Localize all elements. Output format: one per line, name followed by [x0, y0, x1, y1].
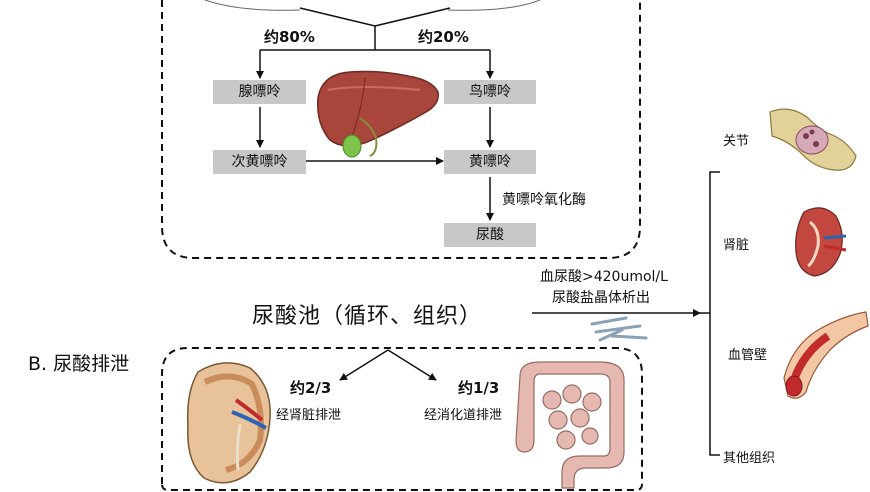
- joint-illustration: [769, 108, 857, 171]
- deposition-bracket: [709, 171, 720, 456]
- condition-line-2: 尿酸盐晶体析出: [552, 290, 650, 306]
- kidney-route-label: 经肾脏排泄: [276, 408, 342, 423]
- kidney-fraction: 约2/3: [290, 379, 332, 397]
- kidney-large-illustration: [186, 362, 271, 484]
- hypoxanthine-box: 次黄嘌呤: [213, 150, 306, 174]
- site-vessel-wall-label: 血管壁: [728, 348, 768, 363]
- xanthine-box: 黄嘌呤: [444, 150, 536, 174]
- site-kidney-label: 肾脏: [723, 238, 750, 253]
- gut-fraction: 约1/3: [458, 379, 500, 397]
- excretion-section-title: B. 尿酸排泄: [28, 353, 130, 375]
- enzyme-label: 黄嘌呤氧化酶: [502, 192, 586, 208]
- uric-acid-box: 尿酸: [444, 223, 536, 247]
- adenine-box: 腺嘌呤: [213, 80, 306, 104]
- kidney-small-illustration: [795, 207, 847, 277]
- split-left-percent: 约80%: [264, 28, 315, 46]
- site-other-tissue-label: 其他组织: [723, 451, 776, 466]
- split-right-percent: 约20%: [418, 28, 469, 46]
- site-joint-label: 关节: [723, 134, 750, 149]
- excretion-frame: [161, 347, 643, 491]
- guanine-box: 鸟嘌呤: [444, 80, 536, 104]
- condition-line-1: 血尿酸>420umol/L: [540, 269, 668, 285]
- uric-acid-pool-label: 尿酸池（循环、组织）: [252, 304, 483, 329]
- crystal-illustration: [590, 316, 648, 342]
- blood-vessel-illustration: [783, 311, 869, 399]
- synthesis-frame: [161, 0, 641, 259]
- liver-illustration: [317, 70, 439, 158]
- intestine-illustration: [515, 361, 625, 489]
- gut-route-label: 经消化道排泄: [424, 408, 503, 423]
